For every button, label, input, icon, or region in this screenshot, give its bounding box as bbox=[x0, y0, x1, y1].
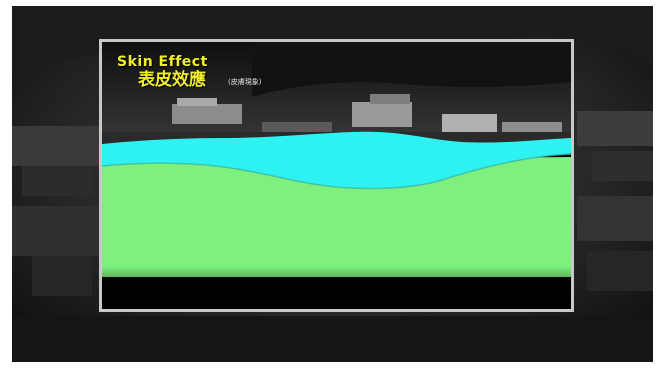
conductor-bulk-layer bbox=[102, 157, 571, 309]
video-frame: Skin Effect 表皮效應 (皮膚現象) bbox=[12, 6, 653, 362]
skin-effect-diagram bbox=[102, 42, 571, 309]
skin-effect-panel: Skin Effect 表皮效應 (皮膚現象) bbox=[99, 39, 574, 312]
title-english: Skin Effect bbox=[117, 54, 208, 70]
title-chinese: 表皮效應 bbox=[138, 70, 206, 90]
conductor-skin-layer bbox=[102, 131, 571, 189]
title-chinese-subtitle: (皮膚現象) bbox=[228, 78, 262, 86]
